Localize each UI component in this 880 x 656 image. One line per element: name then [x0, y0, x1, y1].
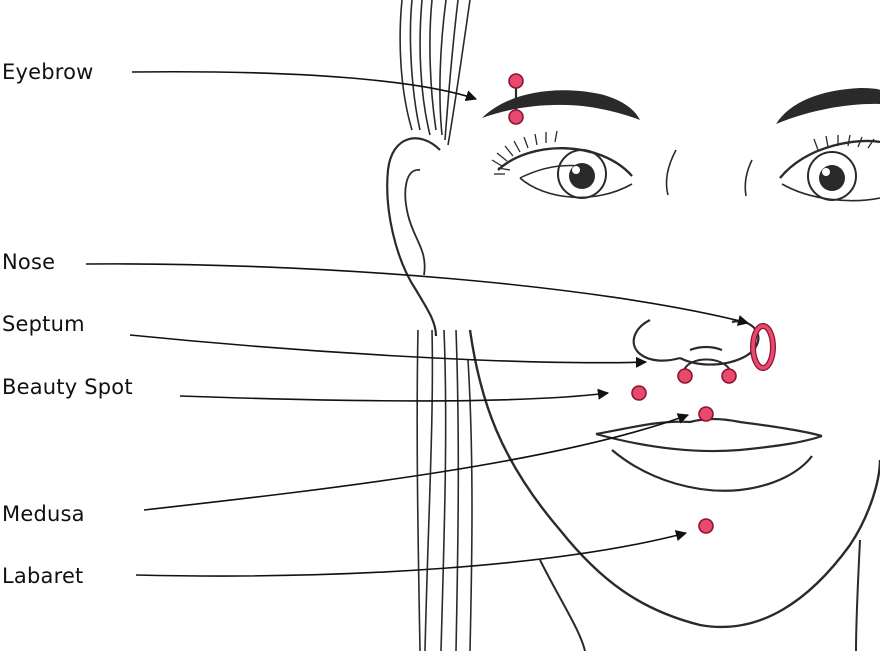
- label-beauty-spot: Beauty Spot: [2, 375, 133, 399]
- nose-ring: [750, 323, 776, 371]
- left-eye: [491, 130, 677, 199]
- arrow-septum: [129, 334, 648, 368]
- right-eyebrow: [776, 88, 880, 124]
- pointer-arrows: [85, 70, 750, 577]
- label-eyebrow: Eyebrow: [2, 60, 94, 84]
- arrow-labaret: [135, 530, 688, 577]
- labaret-stud: [698, 518, 714, 534]
- jewelry: [508, 73, 776, 534]
- neck-line-right: [855, 539, 861, 652]
- hair-strands: [399, 0, 473, 652]
- septum-ring: [677, 358, 737, 384]
- arrow-nose: [85, 263, 750, 326]
- arrow-medusa: [143, 413, 690, 511]
- medusa-stud: [698, 406, 714, 422]
- ear-outline: [386, 137, 441, 337]
- label-medusa: Medusa: [2, 502, 85, 526]
- face-jawline: [468, 329, 880, 629]
- label-labaret: Labaret: [2, 564, 84, 588]
- arrow-beauty-spot: [179, 388, 610, 402]
- label-nose: Nose: [2, 250, 56, 274]
- left-eyebrow: [482, 90, 640, 120]
- beauty-spot-stud: [631, 385, 647, 401]
- nose: [632, 319, 760, 366]
- mouth: [595, 417, 823, 492]
- ear-inner: [404, 169, 426, 276]
- arrow-eyebrow: [131, 70, 478, 102]
- eyebrow-barbell: [508, 73, 524, 125]
- label-septum: Septum: [2, 312, 85, 336]
- right-eye: [744, 134, 880, 202]
- neck-line: [539, 559, 586, 652]
